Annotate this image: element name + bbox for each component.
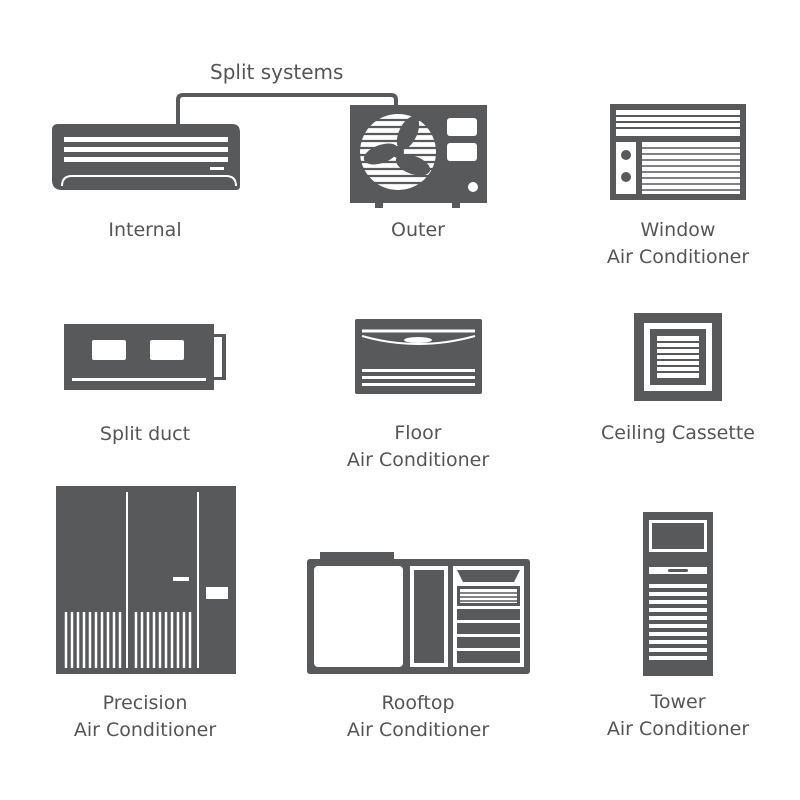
wall-split-indoor-unit-icon <box>52 124 240 190</box>
rooftop-air-conditioner-icon <box>307 552 530 674</box>
label-line: Rooftop <box>381 692 455 714</box>
label-line: Outer <box>391 219 445 241</box>
label-line: Air Conditioner <box>346 449 490 471</box>
floor-air-conditioner-icon <box>355 319 482 394</box>
label-line: Air Conditioner <box>73 719 217 741</box>
label-precision: Precision Air Conditioner <box>74 690 216 744</box>
label-line: Floor <box>394 422 442 444</box>
label-rooftop: Rooftop Air Conditioner <box>347 690 489 744</box>
label-ceiling-cassette: Ceiling Cassette <box>601 420 755 447</box>
split-connector-line <box>176 93 398 125</box>
window-air-conditioner-icon <box>610 104 746 200</box>
label-line: Window <box>640 219 716 241</box>
split-duct-unit-icon <box>64 324 226 390</box>
label-line: Tower <box>650 691 706 713</box>
label-line: Internal <box>108 219 182 241</box>
label-line: Ceiling Cassette <box>601 422 755 444</box>
label-line: Air Conditioner <box>606 718 750 740</box>
label-split-duct: Split duct <box>100 421 190 448</box>
outdoor-condenser-unit-icon <box>350 105 487 208</box>
label-line: Air Conditioner <box>346 719 490 741</box>
precision-air-conditioner-icon <box>56 486 236 674</box>
tower-air-conditioner-icon <box>643 512 713 676</box>
label-floor: Floor Air Conditioner <box>347 420 489 474</box>
label-line: Split duct <box>99 423 191 445</box>
label-outer: Outer <box>391 217 445 244</box>
label-internal: Internal <box>108 217 181 244</box>
label-window: Window Air Conditioner <box>607 217 749 271</box>
label-line: Precision <box>102 692 188 714</box>
split-systems-heading: Split systems <box>210 60 344 84</box>
label-line: Air Conditioner <box>606 246 750 268</box>
label-tower: Tower Air Conditioner <box>607 689 749 743</box>
ceiling-cassette-icon <box>634 313 722 401</box>
